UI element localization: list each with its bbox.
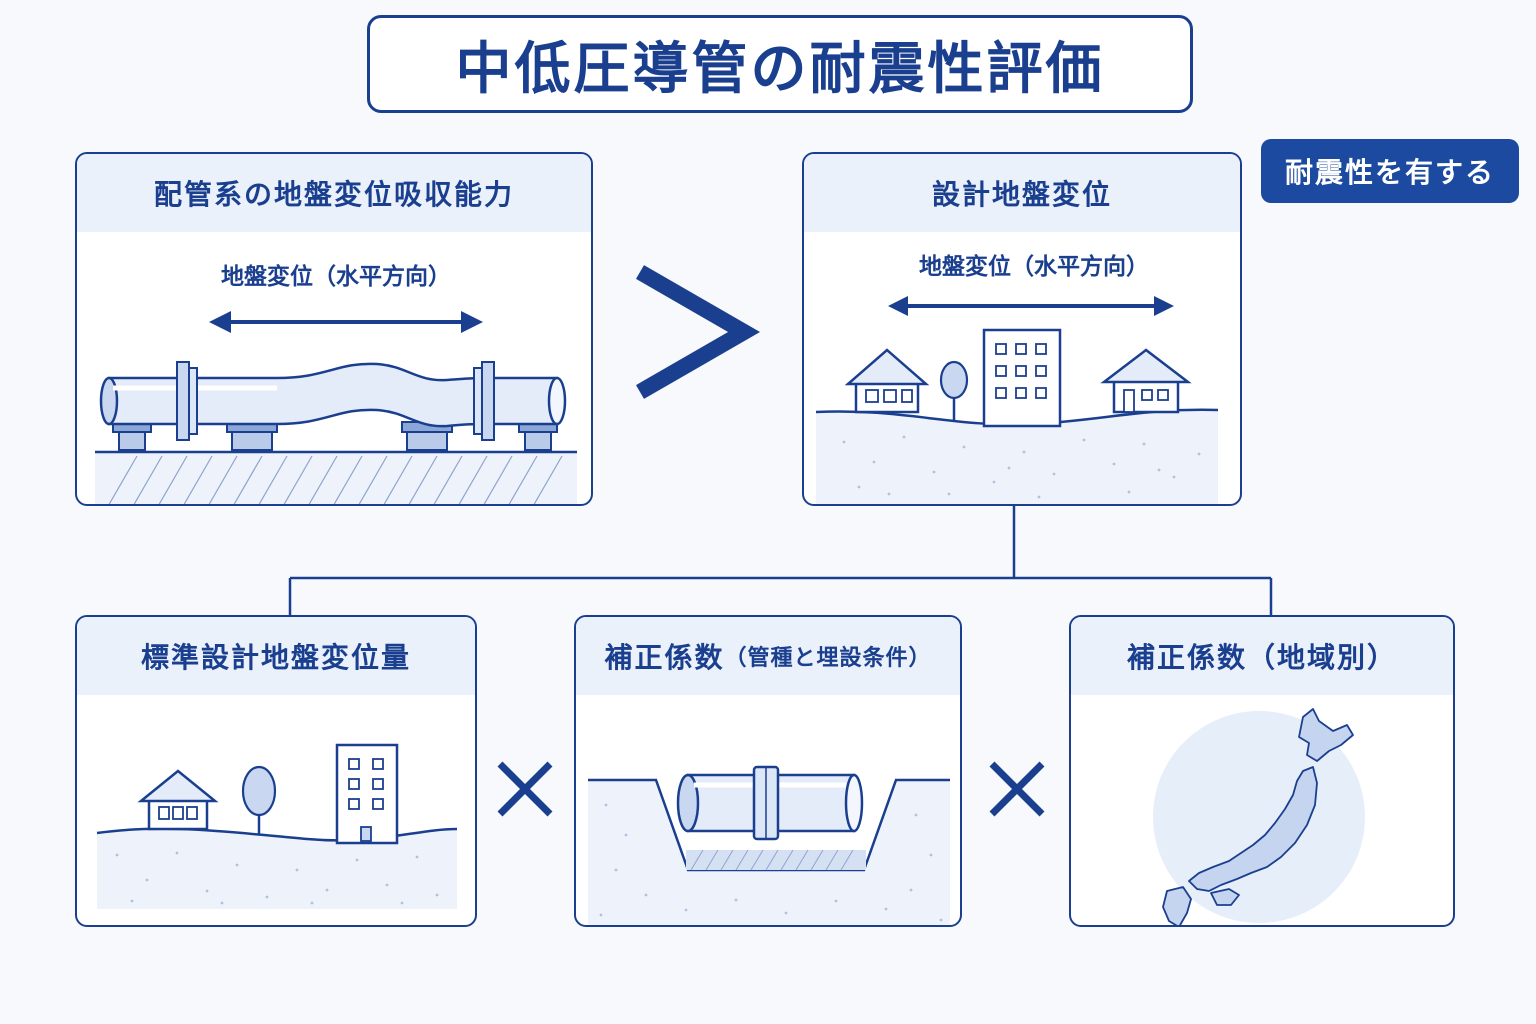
buried-pipe-illustration (588, 765, 950, 925)
building-icon (335, 743, 399, 845)
pipe-icon (676, 765, 864, 841)
pipe-correction-factor-sub: （管種と埋設条件） (724, 646, 932, 671)
house-icon (844, 348, 930, 414)
absorption-capacity-title: 配管系の地盤変位吸収能力 (77, 154, 591, 232)
building-icon (982, 328, 1062, 428)
page-title: 中低圧導管の耐震性評価 (367, 15, 1193, 113)
standard-displacement-title: 標準設計地盤変位量 (77, 617, 475, 695)
house-icon (1100, 348, 1192, 414)
ground-icon (816, 409, 1218, 504)
times-icon (497, 761, 553, 817)
pipe-correction-factor-panel: 補正係数（管種と埋設条件） (574, 615, 962, 927)
double-arrow-icon (888, 296, 1174, 316)
ground-icon (588, 780, 950, 925)
tree-icon (939, 360, 969, 420)
deformed-pipe-icon (99, 361, 567, 441)
town-illustration (96, 743, 458, 909)
double-arrow-icon (209, 311, 483, 333)
greater-than-icon (636, 265, 761, 399)
pipe-illustration: 地盤変位（水平方向） (95, 263, 577, 504)
ground-icon (97, 828, 457, 909)
japan-map-illustration (1153, 708, 1365, 925)
pipe-correction-factor-main: 補正係数 (604, 641, 725, 674)
absorption-capacity-panel: 配管系の地盤変位吸収能力 地盤変位（水平方向） (75, 152, 593, 506)
regional-correction-factor-panel: 補正係数（地域別） (1069, 615, 1455, 927)
regional-correction-factor-title: 補正係数（地域別） (1071, 617, 1453, 695)
design-displacement-panel: 設計地盤変位 地盤変位（水平方向） (802, 152, 1242, 506)
japan-map-icon (1162, 708, 1354, 925)
horizontal-displacement-label: 地盤変位（水平方向） (221, 263, 451, 290)
tree-icon (241, 765, 277, 835)
seismic-resistance-badge: 耐震性を有する (1261, 139, 1519, 203)
times-icon (989, 761, 1045, 817)
design-displacement-title: 設計地盤変位 (804, 154, 1240, 232)
ground-hatch-icon (95, 450, 577, 504)
horizontal-displacement-label: 地盤変位（水平方向） (919, 253, 1149, 280)
standard-displacement-panel: 標準設計地盤変位量 (75, 615, 477, 927)
bedding-layer-icon (686, 849, 866, 871)
pipe-supports-icon (112, 421, 558, 451)
house-icon (137, 769, 219, 831)
pipe-correction-factor-title: 補正係数（管種と埋設条件） (576, 617, 960, 695)
town-illustration: 地盤変位（水平方向） (815, 253, 1219, 504)
